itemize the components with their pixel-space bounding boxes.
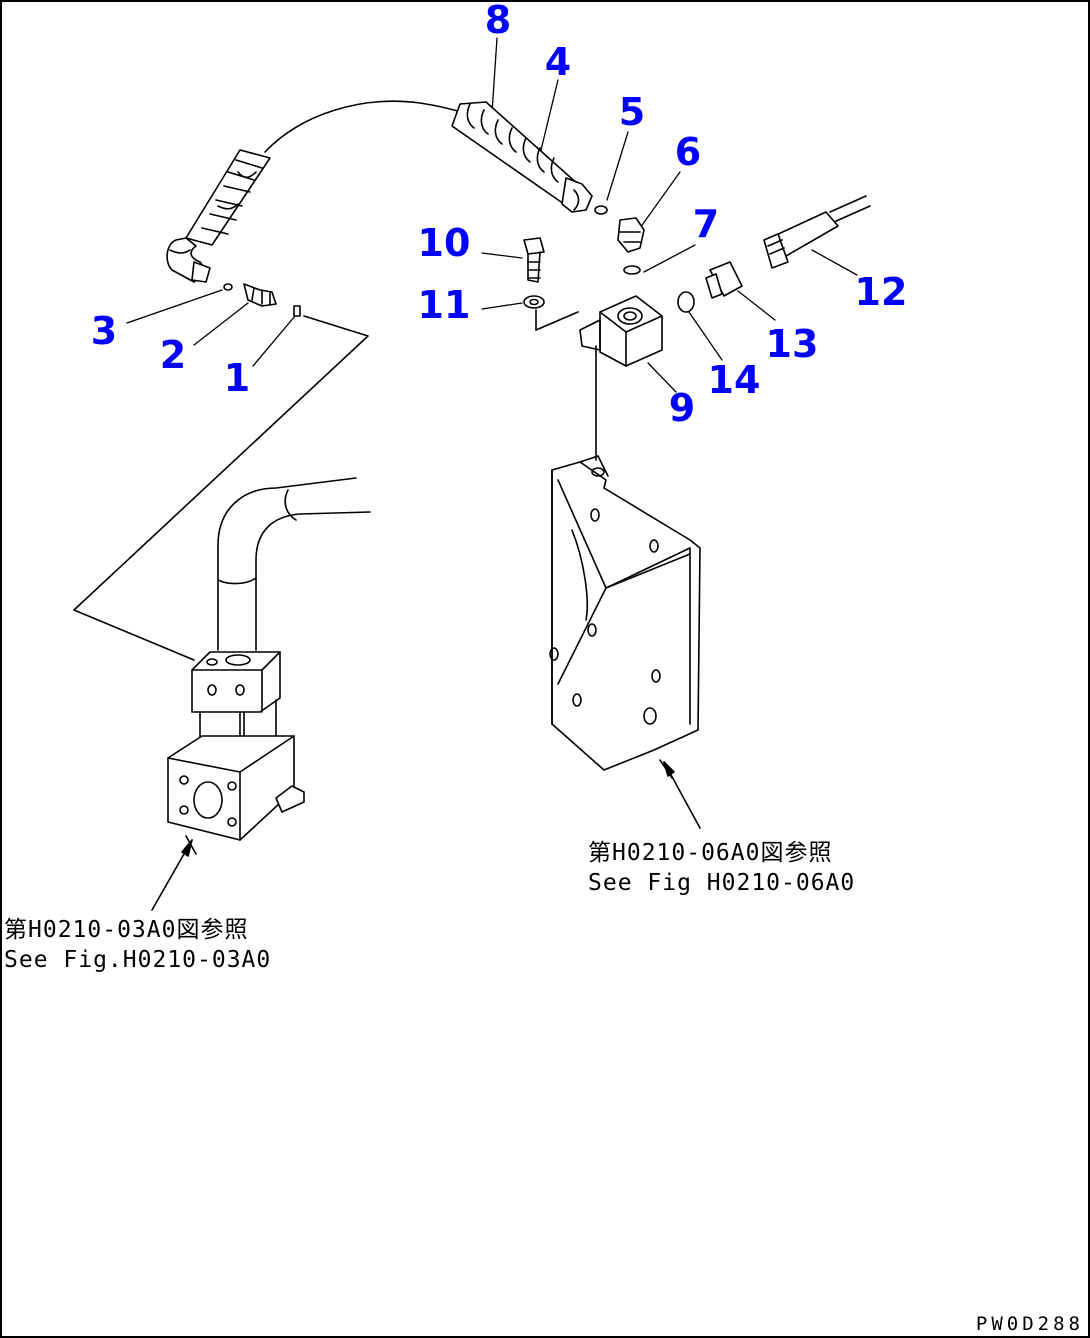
callout-8: 8: [484, 0, 512, 42]
reference-right-en: See Fig H0210-06A0: [588, 870, 856, 896]
reference-left-en: See Fig.H0210-03A0: [4, 947, 272, 973]
hydraulic-hose: [166, 100, 608, 317]
mounting-bracket: [549, 455, 701, 829]
callout-9: 9: [668, 386, 696, 430]
callout-7: 7: [692, 202, 720, 246]
reference-note-right: 第H0210-06A0図参照 See Fig H0210-06A0: [588, 838, 855, 898]
sensor-assembly: [677, 195, 871, 313]
callout-13: 13: [765, 322, 819, 366]
callout-10: 10: [417, 221, 471, 265]
callout-6: 6: [674, 130, 702, 174]
reference-left-jp: 第H0210-03A0図参照: [4, 917, 249, 943]
callout-14: 14: [707, 358, 761, 402]
callout-4: 4: [544, 40, 572, 84]
reference-note-left: 第H0210-03A0図参照 See Fig.H0210-03A0: [4, 915, 271, 975]
callout-1: 1: [223, 356, 251, 400]
callout-12: 12: [854, 270, 908, 314]
callout-2: 2: [159, 333, 187, 377]
pressure-fitting: [617, 217, 645, 275]
drawing-code: PW0D288: [975, 1313, 1084, 1335]
callout-3: 3: [90, 309, 118, 353]
reference-right-jp: 第H0210-06A0図参照: [588, 840, 833, 866]
switch-block: [535, 295, 663, 461]
valve-assembly: [73, 315, 371, 911]
bolt-and-washer: [523, 237, 545, 309]
callout-11: 11: [417, 283, 471, 327]
callout-5: 5: [618, 90, 646, 134]
leader-lines: [126, 37, 858, 393]
